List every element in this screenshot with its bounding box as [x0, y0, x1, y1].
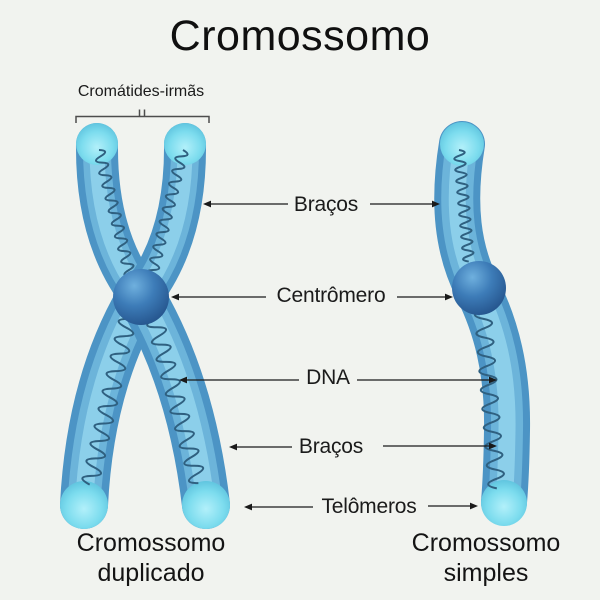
arrowhead	[432, 200, 440, 208]
dna-label: DNA	[306, 366, 350, 389]
arrowhead	[179, 376, 187, 384]
arms-bottom-label: Braços	[298, 435, 364, 458]
arrowhead	[489, 442, 497, 450]
arrowhead	[445, 293, 453, 301]
simple-chromosome	[434, 121, 531, 526]
page-title: Cromossomo	[169, 12, 431, 60]
telomere-cap	[76, 123, 118, 165]
arms-top-label: Braços	[293, 193, 359, 216]
simple-chromosome-body	[434, 121, 531, 525]
telomere-cap	[60, 481, 108, 529]
sister-chromatids-label: Cromátides-irmãs	[77, 83, 205, 100]
arrowhead	[244, 503, 252, 511]
caption-line: Cromossomo	[76, 529, 226, 557]
arrowhead	[171, 293, 179, 301]
arrowhead	[229, 443, 237, 451]
duplicated-chromosome-caption: Cromossomo duplicado	[77, 528, 226, 588]
simple-chromosome-caption: Cromossomo simples	[412, 528, 561, 588]
centromere-sphere	[113, 269, 169, 325]
caption-line: simples	[443, 559, 529, 587]
telomere-cap	[164, 123, 206, 165]
caption-line: duplicado	[97, 559, 205, 587]
telomere-cap	[481, 480, 527, 526]
caption-line: Cromossomo	[411, 529, 561, 557]
telomere-cap	[440, 122, 484, 166]
centromere-label: Centrômero	[276, 284, 386, 307]
centromere-sphere	[452, 261, 506, 315]
telomere-cap	[182, 481, 230, 529]
telomeres-label: Telômeros	[321, 495, 417, 518]
sister-chromatids-bracket	[75, 109, 210, 123]
arrowhead	[203, 200, 211, 208]
annotation-arrows	[171, 200, 497, 511]
arrowhead	[470, 502, 478, 510]
duplicated-chromosome	[60, 123, 230, 529]
arrowhead	[489, 376, 497, 384]
